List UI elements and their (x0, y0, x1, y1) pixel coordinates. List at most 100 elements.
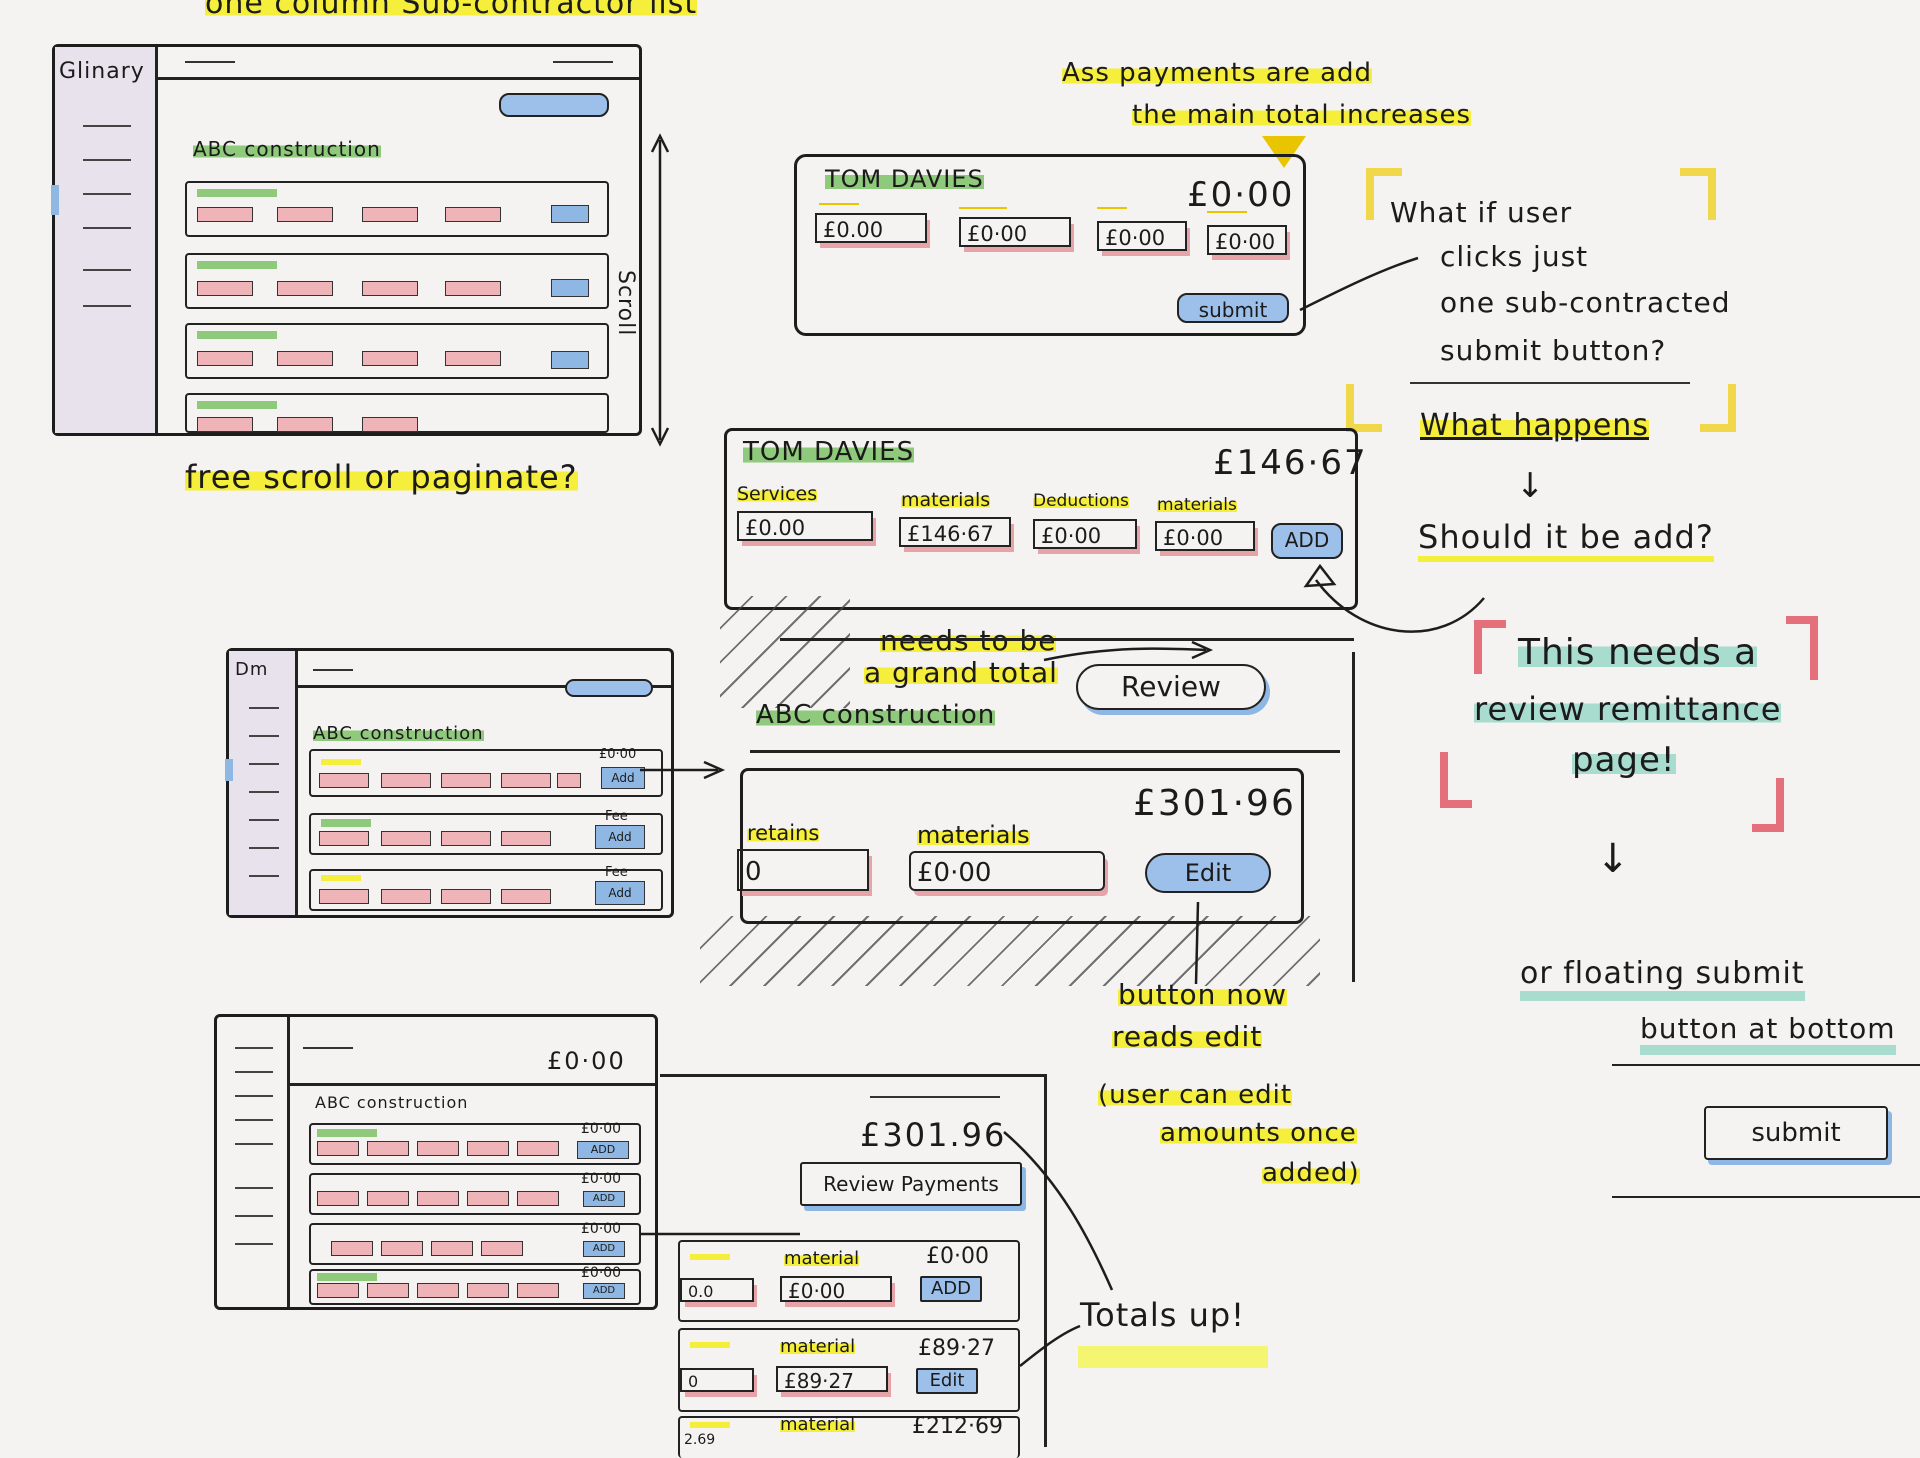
row-to-totals-up-arrow (1019, 1324, 1081, 1367)
sketch1-top-button (499, 93, 609, 117)
sketch4-total: £301.96 (860, 1116, 1007, 1154)
grand-total-arrow (1043, 647, 1207, 662)
note-edit-line: reads edit (1112, 1020, 1263, 1053)
sidebar-nav-line (83, 269, 131, 271)
sketch3-company: ABC construction (315, 1093, 469, 1112)
sketch2-company: ABC construction (313, 723, 484, 744)
card-a-field[interactable]: £0·00 (1097, 221, 1187, 251)
card-b-field[interactable]: £0.00 (737, 511, 873, 541)
question-underline (1410, 382, 1690, 384)
zoom-card: £301·96 retains materials 0 £0·00 Edit (737, 768, 1304, 924)
row-add-button[interactable]: ADD (583, 1241, 625, 1257)
question-bracket-tr (1680, 168, 1716, 220)
zoom-frame-right (1352, 652, 1355, 982)
zoom-label-materials: materials (917, 821, 1030, 849)
remit-line: review remittance (1474, 690, 1782, 728)
row-add-button[interactable]: ADD (583, 1283, 625, 1299)
sketch4-value-field[interactable]: £0·00 (780, 1276, 892, 1303)
note-add-line1: Ass payments are add (1062, 58, 1373, 88)
totals-up: Totals up! (1080, 1296, 1245, 1334)
sidebar-selected-marker (51, 185, 59, 215)
list-item: £0·00 ADD (309, 1221, 641, 1265)
row-add-button[interactable]: ADD (583, 1191, 625, 1207)
sketch1-sidebar (55, 47, 158, 433)
note-edit-line: added) (1262, 1158, 1360, 1188)
zoom-edit-button[interactable]: Edit (1145, 853, 1271, 893)
card-b-name: TOM DAVIES (743, 437, 915, 467)
review-button[interactable]: Review (1076, 664, 1266, 710)
row-add-button[interactable]: ADD (577, 1141, 629, 1159)
note-edit-line: (user can edit (1098, 1080, 1293, 1110)
list-item: £0·00 ADD (309, 1265, 641, 1305)
zoom-company: ABC construction (756, 700, 996, 730)
floating-submit-button[interactable]: submit (1704, 1106, 1888, 1160)
sketch4-label: material (784, 1248, 860, 1269)
list-item (185, 181, 609, 237)
sketch1-header-scribble (185, 61, 235, 63)
question-bracket-tl (1366, 168, 1402, 220)
row-label: Fee (605, 809, 628, 824)
edit-to-note-arrow (1194, 901, 1200, 985)
card-b-label: Services (737, 483, 818, 505)
sketch2-wireframe: Dm ABC construction £0·00 Add Fee Add Fe… (225, 648, 674, 918)
sidebar-nav-line (83, 305, 131, 307)
sketch4-row-button[interactable]: ADD (920, 1276, 982, 1302)
card-a-field[interactable]: £0·00 (959, 217, 1071, 247)
sidebar-nav-line (83, 159, 131, 161)
floating-divider-bottom (1612, 1196, 1920, 1198)
zoom-materials-field[interactable]: £0·00 (909, 851, 1105, 891)
card-b-add-button[interactable]: ADD (1271, 523, 1343, 559)
floating-line2: button at bottom (1640, 1012, 1896, 1055)
should-add: Should it be add? (1418, 518, 1714, 562)
zoom-company-underline (750, 750, 1340, 753)
sketch2-to-zoom-arrow-head (703, 760, 726, 780)
add-to-review-arrow (1314, 579, 1485, 633)
card-b-field[interactable]: £0·00 (1033, 519, 1137, 549)
zoom-hatch-bottom (700, 916, 1320, 986)
zoom-hatch-top (720, 596, 850, 708)
sketch4-row: 0.0 material £0·00 £0·00 ADD (678, 1240, 1020, 1322)
note-add-line2: the main total increases (1132, 100, 1472, 130)
card-a-field[interactable]: £0·00 (1207, 225, 1287, 255)
totals-up-highlight (1078, 1346, 1268, 1368)
sketch4-left-field[interactable]: 0 (680, 1368, 754, 1392)
card-b-field[interactable]: £0·00 (1155, 521, 1255, 551)
row-total: £0·00 (581, 1121, 622, 1137)
scroll-arrow-head-down (650, 427, 670, 447)
row-add-button[interactable]: Add (595, 881, 645, 905)
zoom-retains-field[interactable]: 0 (737, 849, 869, 891)
sketch1-company: ABC construction (193, 137, 381, 161)
sidebar-nav-line (83, 125, 131, 127)
sketch4-row-total: £212·69 (912, 1414, 1003, 1439)
down-arrow-icon: ↓ (1596, 836, 1631, 882)
sketch4-frame (660, 1074, 1047, 1447)
sketch4-label: material (780, 1336, 856, 1357)
sketch4-row: 0 material £89·27 £89·27 Edit (678, 1328, 1020, 1412)
total-to-totals-up-arrow (1003, 1131, 1114, 1291)
card-b-total: £146·67 (1213, 443, 1368, 483)
sidebar-nav-line (83, 227, 131, 229)
note-edit-line: amounts once (1160, 1118, 1357, 1148)
question-line: clicks just (1440, 240, 1589, 273)
grand-total-arrow-head (1191, 640, 1214, 660)
card-b-field[interactable]: £146·67 (899, 517, 1011, 547)
row-add-button[interactable]: Add (595, 825, 645, 849)
sketch4-row-button[interactable]: Edit (916, 1368, 978, 1394)
sketch4-value-field[interactable]: £89·27 (776, 1366, 888, 1393)
card-a-name: TOM DAVIES (825, 165, 984, 193)
row-label: £0·00 (599, 747, 637, 762)
sketch3-wireframe: £0·00 ABC construction £0·00 ADD £0·00 A… (214, 1014, 658, 1310)
card-a-submit-button[interactable]: submit (1177, 293, 1289, 323)
question-bracket-br (1700, 384, 1736, 432)
review-payments-button[interactable]: Review Payments (800, 1162, 1022, 1206)
sketch1-caption: free scroll or paginate? (185, 458, 578, 496)
remit-bracket-br (1752, 778, 1784, 832)
list-item: £0·00 ADD (309, 1171, 641, 1215)
row-total: £0·00 (581, 1265, 622, 1281)
zoom-frame-top (780, 638, 1354, 641)
question-line: submit button? (1440, 334, 1667, 367)
card-a-field[interactable]: £0.00 (815, 213, 927, 243)
sketch2-logo: Dm (235, 659, 269, 680)
sketch4-left-field[interactable]: 0.0 (680, 1278, 754, 1302)
row-add-button[interactable]: Add (601, 767, 645, 789)
